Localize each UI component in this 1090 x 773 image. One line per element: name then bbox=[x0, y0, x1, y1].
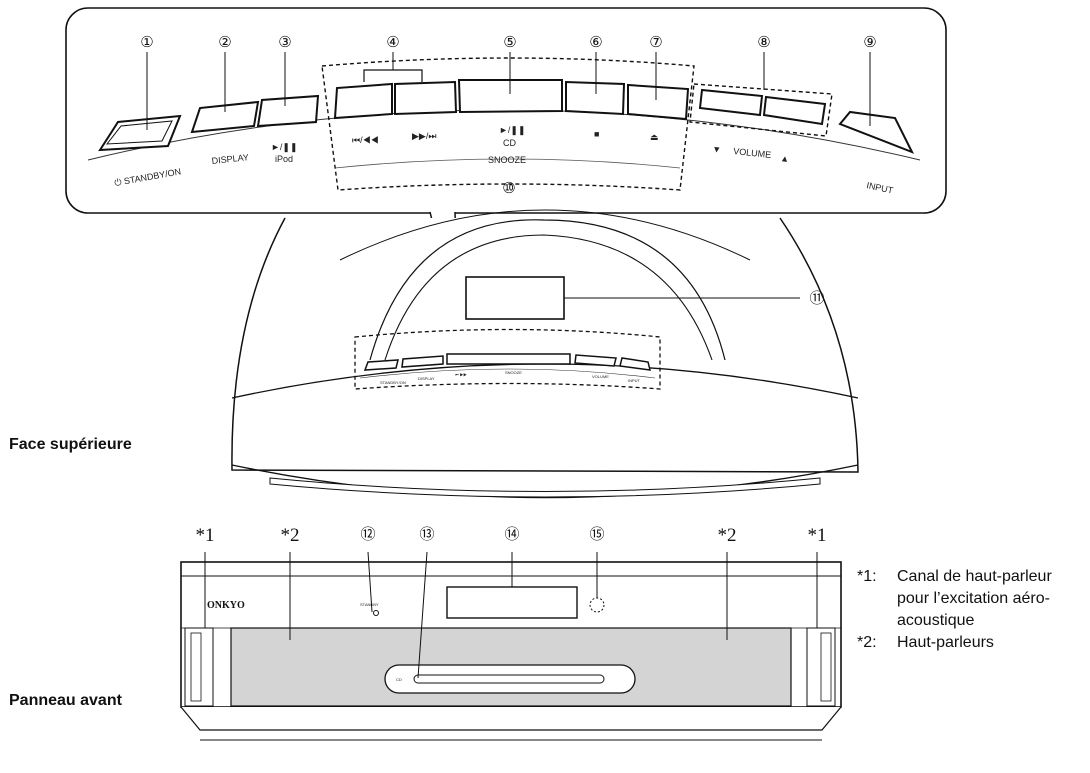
svg-text:CD: CD bbox=[396, 677, 402, 682]
front-display bbox=[446, 586, 578, 619]
svg-text:⏮ ▶▶: ⏮ ▶▶ bbox=[455, 372, 467, 377]
callout-5: ⑤ bbox=[503, 33, 516, 51]
callout-9: ⑨ bbox=[863, 33, 876, 51]
cd-slot bbox=[413, 674, 605, 684]
footnotes: *1: Canal de haut-parleur pour l’excitat… bbox=[857, 566, 1087, 654]
callout-8: ⑧ bbox=[757, 33, 770, 51]
display-button[interactable] bbox=[190, 100, 260, 134]
prev-symbol: ⏮/◀◀ bbox=[352, 135, 379, 145]
callout-2: ② bbox=[218, 33, 231, 51]
svg-text:STANDBY/ON: STANDBY/ON bbox=[380, 380, 406, 385]
eject-symbol: ⏏ bbox=[650, 132, 659, 142]
svg-text:DISPLAY: DISPLAY bbox=[418, 376, 435, 381]
unit-top-view: ⑪ STANDBY/ON DISPLAY ⏮ ▶▶ SNOOZE VOLUME … bbox=[231, 209, 859, 499]
eject-button[interactable] bbox=[627, 83, 690, 121]
handle-outer bbox=[369, 219, 726, 361]
footnote-2-key: *2: bbox=[857, 634, 877, 651]
stop-symbol: ■ bbox=[594, 129, 599, 139]
callout-1: ① bbox=[140, 33, 153, 51]
callout-6: ⑥ bbox=[589, 33, 602, 51]
top-display-window bbox=[465, 276, 565, 320]
volume-down-button[interactable] bbox=[698, 88, 764, 117]
footnote-2-text: Haut-parleurs bbox=[897, 634, 994, 651]
ipod-symbol: ►/❚❚ bbox=[271, 142, 298, 153]
volume-label: VOLUME bbox=[733, 146, 772, 160]
callout-7: ⑦ bbox=[649, 33, 662, 51]
cd-label: CD bbox=[503, 138, 516, 148]
star1-right: *1 bbox=[808, 525, 827, 546]
callout-4: ④ bbox=[386, 33, 399, 51]
callout-3: ③ bbox=[278, 33, 291, 51]
ipod-label: iPod bbox=[275, 154, 293, 164]
callout-11: ⑪ bbox=[809, 289, 824, 307]
standby-indicator bbox=[373, 610, 379, 616]
stop-button[interactable] bbox=[565, 80, 626, 116]
volume-down-symbol: ▼ bbox=[712, 144, 722, 155]
ipod-play-button[interactable] bbox=[256, 94, 320, 128]
unit-body-outline bbox=[231, 217, 859, 473]
input-button[interactable] bbox=[838, 110, 915, 154]
footnote-2: *2: Haut-parleurs bbox=[857, 632, 1087, 654]
callout-10: ⑩ bbox=[502, 179, 515, 197]
cd-symbol: ►/❚❚ bbox=[499, 125, 526, 136]
display-label: DISPLAY bbox=[211, 152, 249, 166]
volume-up-button[interactable] bbox=[762, 95, 827, 126]
brand-logo: ONKYO bbox=[207, 600, 245, 611]
cd-play-button[interactable] bbox=[457, 79, 563, 114]
remote-sensor bbox=[589, 597, 605, 613]
prev-button[interactable] bbox=[333, 82, 393, 120]
group-10-outline bbox=[321, 57, 695, 191]
callout-13: ⑬ bbox=[419, 525, 434, 543]
mini-panel-outline bbox=[354, 328, 661, 390]
handle-inner bbox=[384, 234, 713, 361]
callout-14: ⑭ bbox=[504, 525, 519, 543]
svg-text:INPUT: INPUT bbox=[628, 378, 641, 383]
top-panel-closeup: ① ② ③ ④ ⑤ ⑥ ⑦ ⑧ ⑨ ⑩ ⏻ STANDBY/ON DISPLAY… bbox=[65, 7, 947, 326]
section-title-front: Panneau avant bbox=[9, 692, 122, 709]
front-panel: ONKYO STANDBY CD ⑫ ⑬ ⑭ ⑮ *1 *2 *2 *1 bbox=[180, 525, 842, 741]
footnote-1-key: *1: bbox=[857, 568, 877, 585]
next-button[interactable] bbox=[394, 80, 458, 116]
svg-text:VOLUME: VOLUME bbox=[592, 374, 609, 379]
group-8-outline bbox=[689, 83, 833, 137]
callout-12: ⑫ bbox=[360, 525, 375, 543]
snooze-line bbox=[334, 158, 681, 169]
callout-15: ⑮ bbox=[589, 525, 604, 543]
footnote-1: *1: Canal de haut-parleur pour l’excitat… bbox=[857, 566, 1087, 632]
next-symbol: ▶▶/⏭ bbox=[412, 131, 436, 141]
star2-left: *2 bbox=[281, 525, 300, 546]
snooze-label: SNOOZE bbox=[488, 155, 526, 165]
star2-right: *2 bbox=[718, 525, 737, 546]
volume-up-symbol: ▲ bbox=[780, 153, 790, 164]
svg-text:STANDBY: STANDBY bbox=[360, 602, 379, 607]
star1-left: *1 bbox=[196, 525, 215, 546]
power-icon: ⏻ bbox=[114, 176, 125, 188]
section-title-top: Face supérieure bbox=[9, 436, 132, 453]
footnote-1-text: Canal de haut-parleur pour l’excitation … bbox=[897, 568, 1052, 629]
svg-text:SNOOZE: SNOOZE bbox=[505, 370, 522, 375]
